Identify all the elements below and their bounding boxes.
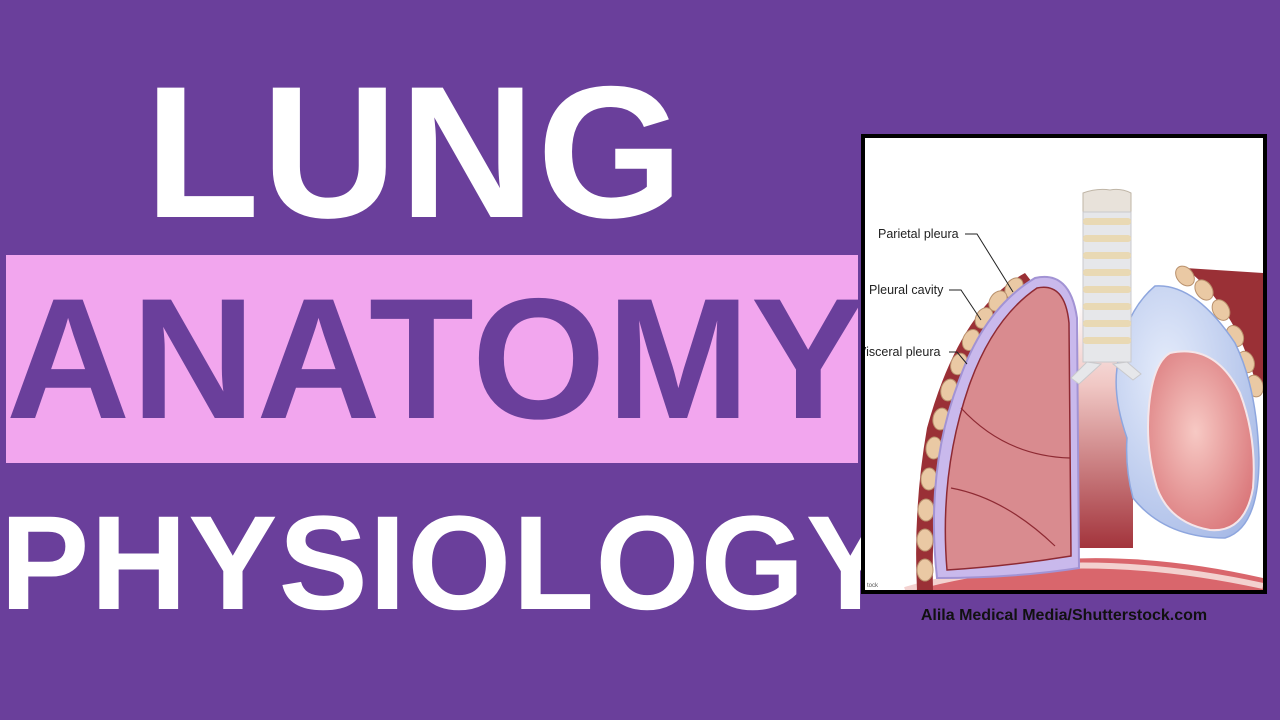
lung-pleura-illustration: Parietal pleura Pleural cavity Visceral … bbox=[861, 134, 1267, 594]
title-physiology: PHYSIOLOGY bbox=[0, 489, 897, 638]
watermark: tock bbox=[867, 583, 879, 589]
lung-diagram: Parietal pleura Pleural cavity Visceral … bbox=[865, 188, 1263, 590]
lung-fissures bbox=[950, 407, 1071, 547]
title-anatomy: ANATOMY bbox=[6, 263, 867, 455]
chest-wall-right bbox=[1185, 268, 1263, 388]
label-parietal-pleura: Parietal pleura bbox=[878, 227, 959, 241]
image-credit: Alila Medical Media/Shutterstock.com bbox=[920, 607, 1208, 624]
right-lung bbox=[1147, 350, 1255, 532]
label-pleural-cavity: Pleural cavity bbox=[869, 283, 944, 297]
ribs-right bbox=[1175, 265, 1263, 398]
trachea bbox=[1070, 188, 1142, 385]
diaphragm bbox=[905, 558, 1263, 590]
highlight-band bbox=[6, 255, 858, 463]
label-visceral-pleura: Visceral pleura bbox=[865, 345, 941, 359]
left-lung bbox=[944, 286, 1072, 571]
label-leaders bbox=[949, 233, 1014, 365]
title-lung: LUNG bbox=[144, 47, 686, 257]
